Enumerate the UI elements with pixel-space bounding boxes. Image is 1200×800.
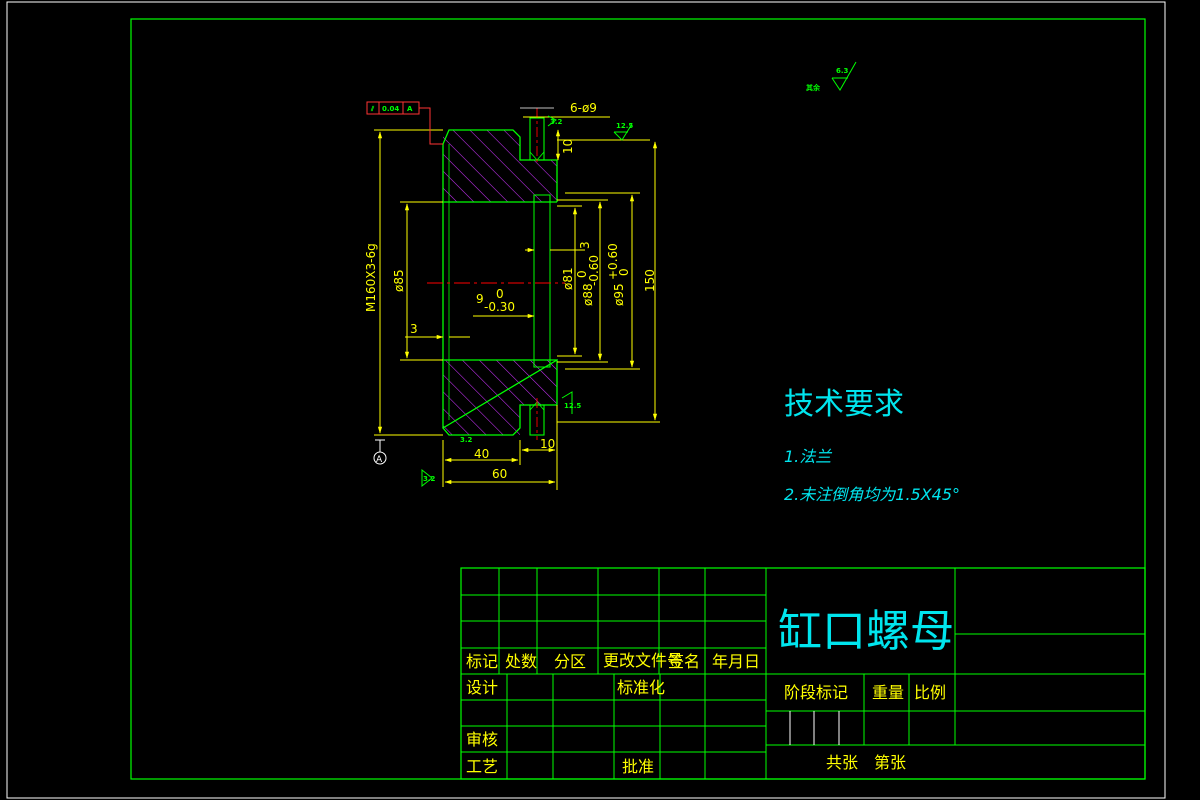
geometric-tolerance-frame: ⫽ 0.04 A (366, 101, 443, 145)
dim-groove: 3 (578, 241, 592, 249)
dim-bore: ø85 (392, 269, 406, 292)
tb-sheet-no: 第张 (874, 753, 906, 772)
geo-tol-value: 0.04 (382, 105, 399, 113)
part-section (427, 107, 565, 440)
tb-stage: 阶段标记 (784, 683, 848, 702)
roughness-top: 12.5 (616, 122, 633, 130)
dim-holes: 6-ø9 (570, 101, 597, 115)
dim-depth-top: 10 (561, 139, 575, 154)
dim-thread: M160X3-6g (364, 243, 378, 312)
notes-heading: 技术要求 (784, 387, 904, 422)
tb-count: 处数 (505, 652, 537, 671)
notes-item-2: 2.未注倒角均为1.5X45° (784, 485, 960, 504)
dim-len60: 60 (492, 467, 507, 481)
dim-len40: 40 (474, 447, 489, 461)
dim-depth-bottom: 10 (540, 437, 555, 451)
dim-d81: ø81 (561, 267, 575, 290)
dim-d95-tol-up: +0.60 (606, 243, 620, 280)
tb-date: 年月日 (712, 652, 760, 671)
tb-standard: 标准化 (617, 678, 665, 697)
geo-tol-datum: A (407, 105, 413, 113)
tb-design: 设计 (466, 678, 498, 697)
dim-d88-tol-low: -0.60 (587, 255, 601, 286)
dim-d95-tol-low: 0 (617, 268, 631, 276)
roughness-marks: 其余 6.3 12.5 3.2 12.5 3.2 3.2 (421, 61, 857, 488)
dim-step-left: 3 (410, 322, 418, 336)
roughness-other-label: 其余 (806, 83, 821, 92)
dim-offset-tol-up: 0 (496, 287, 504, 301)
notes-item-1: 1.法兰 (784, 447, 832, 466)
tb-sheets-total: 共张 (826, 753, 858, 772)
dim-flange-od: 150 (643, 269, 657, 292)
roughness-face: 3.2 (460, 436, 473, 444)
tb-approve: 批准 (622, 757, 654, 776)
title-block: 缸口螺母 标记 处数 分区 更改文件号 签名 年月日 设计 标准化 审核 工艺 … (460, 567, 1146, 780)
datum-label: A (376, 455, 383, 465)
geo-tol-symbol: ⫽ (370, 105, 375, 113)
part-name: 缸口螺母 (778, 606, 954, 657)
tb-zone: 分区 (554, 652, 586, 671)
roughness-bottom: 12.5 (564, 402, 581, 410)
dim-d95: ø95 (612, 283, 626, 306)
dim-d88-tol-up: 0 (575, 270, 589, 278)
tb-doc: 更改文件号 (603, 651, 683, 670)
tb-sign: 签名 (668, 652, 700, 671)
dim-offset: 9 (476, 292, 484, 306)
tb-process: 工艺 (466, 757, 498, 776)
roughness-slot: 3.2 (550, 118, 563, 126)
dim-d88: ø88 (581, 283, 595, 306)
dimensions: 6-ø9 10 M160X3-6g ø85 3 9 0 -0.30 3 ø81 (364, 101, 660, 490)
roughness-other-value: 6.3 (836, 67, 849, 75)
outer-border (6, 1, 1166, 799)
tb-review: 审核 (466, 730, 498, 749)
roughness-left: 3.2 (423, 475, 436, 483)
dim-offset-tol-low: -0.30 (484, 300, 515, 314)
tb-mark: 标记 (466, 652, 498, 671)
technical-notes: 技术要求 1.法兰 2.未注倒角均为1.5X45° (784, 387, 960, 504)
tb-scale: 比例 (914, 683, 946, 702)
tb-weight: 重量 (872, 683, 904, 702)
